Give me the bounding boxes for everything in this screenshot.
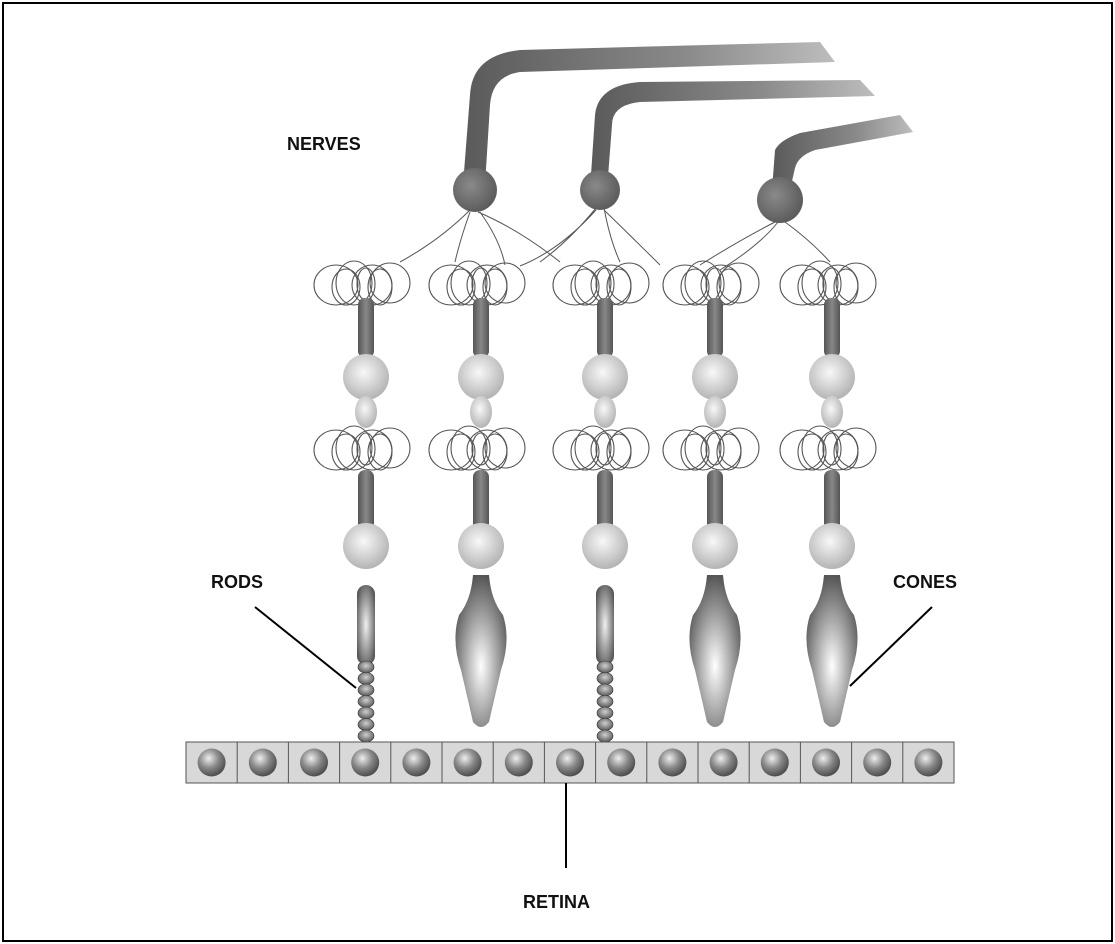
rod-disc	[596, 672, 614, 685]
lower-stem	[824, 470, 840, 532]
dendrite-tangles	[399, 207, 831, 271]
upper-stem	[824, 298, 840, 358]
retina-label: RETINA	[523, 892, 590, 912]
upper-stem	[358, 298, 374, 358]
rod-disc	[596, 660, 614, 674]
lower-stem	[707, 470, 723, 532]
upper-stem	[473, 298, 489, 358]
retina-cell	[709, 748, 738, 777]
lower-synapse-3	[552, 425, 650, 471]
bipolar-cell-upper	[692, 354, 738, 400]
ganglion-soma-1	[453, 168, 497, 212]
rod-disc	[357, 729, 375, 743]
retina-cell	[504, 748, 533, 777]
pointer-lines	[254, 606, 933, 868]
upper-synapse-4	[662, 260, 760, 306]
lower-synapse-5	[779, 425, 877, 471]
bipolar-cell-lower	[692, 523, 738, 569]
nerves-label: NERVES	[287, 134, 361, 154]
column-2	[455, 298, 507, 727]
retina-cell	[607, 748, 636, 777]
axon-2	[590, 80, 875, 190]
lower-synapse-row	[313, 425, 877, 471]
cone-cell	[455, 575, 507, 727]
ganglion-axons	[463, 42, 913, 190]
bipolar-tail	[594, 396, 616, 428]
bipolar-cell-lower	[343, 523, 389, 569]
upper-synapse-3	[552, 260, 650, 306]
retina-cell	[300, 748, 328, 777]
bipolar-tail	[704, 396, 726, 428]
rod-disc	[596, 706, 614, 720]
axon-1	[463, 42, 835, 185]
rod-disc	[596, 683, 614, 697]
rod-disc	[596, 718, 614, 731]
bipolar-tail	[470, 396, 492, 428]
lower-synapse-2	[428, 425, 526, 471]
column-4	[689, 298, 741, 727]
rod-outer-segment	[596, 585, 614, 665]
cone-cell	[806, 575, 858, 727]
upper-synapse-1	[313, 260, 411, 306]
rod-disc	[357, 660, 375, 674]
rod-disc	[357, 672, 375, 685]
rod-disc	[357, 718, 375, 731]
cones-label: CONES	[893, 572, 957, 592]
photoreceptor-columns	[343, 298, 858, 743]
column-5	[806, 298, 858, 727]
rod-disc	[357, 695, 375, 708]
bipolar-cell-upper	[582, 354, 628, 400]
retina-cell	[812, 748, 840, 777]
rod-outer-segment	[357, 585, 375, 665]
retina-cell	[556, 748, 584, 777]
retina-cell	[658, 748, 687, 777]
retina-cell	[248, 748, 277, 777]
upper-synapse-row	[313, 260, 877, 306]
axon-3	[772, 115, 913, 190]
cone-cell	[689, 575, 741, 727]
retina-cell	[197, 748, 226, 777]
rods-label: RODS	[211, 572, 263, 592]
lower-stem	[597, 470, 613, 532]
ganglion-soma-3	[757, 177, 803, 223]
bipolar-tail	[355, 396, 377, 428]
ganglion-cells	[453, 168, 803, 223]
rods-pointer	[254, 606, 357, 689]
rod-disc	[357, 683, 375, 697]
rod-disc	[596, 695, 614, 708]
lower-synapse-1	[313, 425, 411, 471]
upper-stem	[707, 298, 723, 358]
retina-cell	[351, 748, 380, 777]
bipolar-cell-lower	[582, 523, 628, 569]
lower-stem	[358, 470, 374, 532]
lower-synapse-4	[662, 425, 760, 471]
upper-synapse-5	[779, 260, 877, 306]
cones-pointer	[849, 606, 933, 687]
rod-disc	[357, 706, 375, 720]
bipolar-cell-upper	[343, 354, 389, 400]
retina-cell	[914, 748, 943, 777]
column-1	[343, 298, 389, 743]
retina-layer	[185, 741, 955, 784]
column-3	[582, 298, 628, 743]
retina-cell	[760, 748, 789, 777]
rod-disc	[596, 729, 614, 743]
retina-cell	[402, 748, 431, 777]
bipolar-cell-lower	[809, 523, 855, 569]
bipolar-cell-upper	[809, 354, 855, 400]
lower-stem	[473, 470, 489, 532]
upper-stem	[597, 298, 613, 358]
bipolar-cell-lower	[458, 523, 504, 569]
bipolar-tail	[821, 396, 843, 428]
retina-cell	[453, 748, 482, 777]
retina-cell	[863, 748, 892, 777]
upper-synapse-2	[428, 260, 526, 306]
ganglion-soma-2	[580, 170, 620, 210]
bipolar-cell-upper	[458, 354, 504, 400]
